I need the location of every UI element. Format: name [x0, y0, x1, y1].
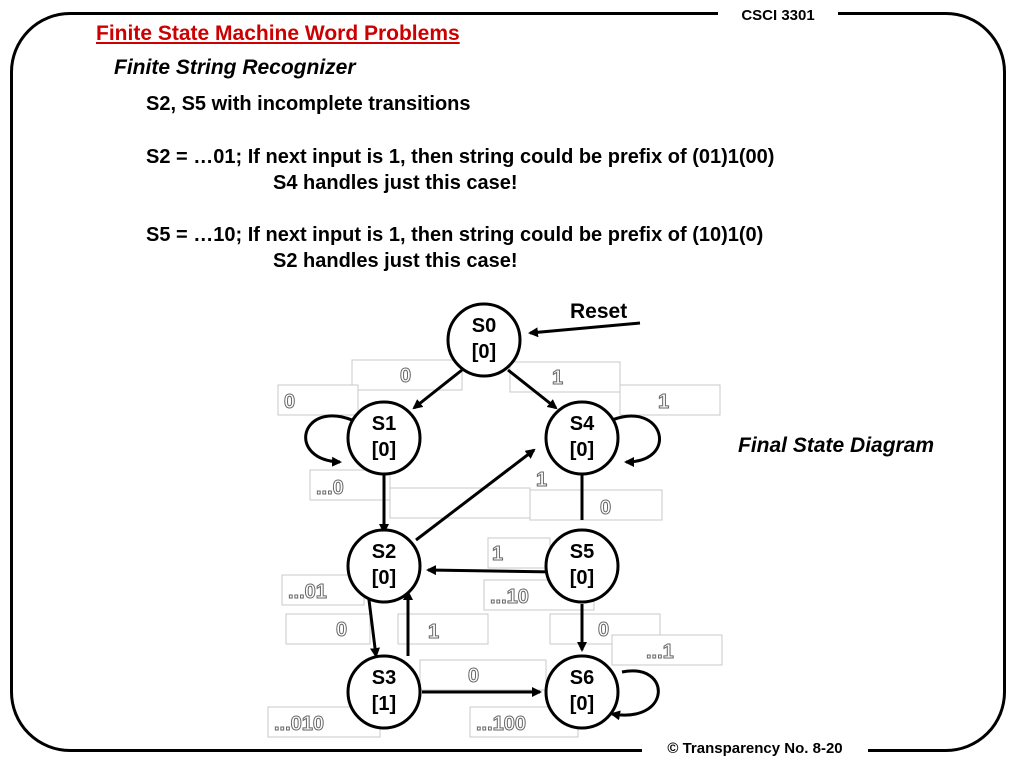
- reset-label: Reset: [570, 300, 627, 323]
- label-s3-desc: ...010: [274, 713, 324, 735]
- svg-text:S0: S0: [472, 315, 496, 337]
- state-s6: S6 [0]: [544, 654, 620, 730]
- label-s5-s6: 0: [598, 619, 609, 641]
- state-s5: S5 [0]: [544, 528, 620, 604]
- body-line-3: S4 handles just this case!: [273, 172, 518, 194]
- svg-text:S2: S2: [372, 541, 396, 563]
- label-s3-s2: 1: [428, 621, 439, 643]
- state-s3: S3 [1]: [346, 654, 422, 730]
- label-s5-s2: 1: [492, 543, 503, 565]
- label-s5-desc: ...10: [490, 586, 529, 608]
- svg-text:[0]: [0]: [372, 567, 396, 589]
- state-s1: S1 [0]: [346, 400, 422, 476]
- label-s6-desc: ...100: [476, 713, 526, 735]
- svg-text:[0]: [0]: [472, 341, 496, 363]
- svg-text:S4: S4: [570, 413, 595, 435]
- label-s4-s5: 0: [600, 497, 611, 519]
- transparency-number: © Transparency No. 8-20: [642, 737, 868, 760]
- body-line-5: S2 handles just this case!: [273, 250, 518, 272]
- slide-subtitle: Finite String Recognizer: [114, 56, 356, 79]
- label-s3-s6: 0: [468, 665, 479, 687]
- label-s1-s2: 1: [536, 469, 547, 491]
- svg-text:S5: S5: [570, 541, 594, 563]
- label-s6-desc-top: ...1: [646, 641, 674, 663]
- body-line-1: S2, S5 with incomplete transitions: [146, 93, 471, 115]
- course-label: CSCI 3301: [718, 4, 838, 27]
- label-s1-self: 0: [284, 391, 295, 413]
- slide-title: Finite State Machine Word Problems: [96, 22, 460, 45]
- label-s0-s4: 1: [552, 367, 563, 389]
- svg-text:[0]: [0]: [570, 439, 594, 461]
- label-s2-s3: 0: [336, 619, 347, 641]
- svg-text:S3: S3: [372, 667, 396, 689]
- body-line-4: S5 = …10; If next input is 1, then strin…: [146, 224, 764, 246]
- label-s4-self: 1: [658, 391, 669, 413]
- svg-text:[0]: [0]: [372, 439, 396, 461]
- diagram-caption: Final State Diagram: [738, 434, 935, 457]
- state-s2: S2 [0]: [346, 528, 422, 604]
- svg-text:S1: S1: [372, 413, 396, 435]
- svg-text:[0]: [0]: [570, 567, 594, 589]
- label-s1-desc: ...0: [316, 477, 344, 499]
- state-s4: S4 [0]: [544, 400, 620, 476]
- body-line-2: S2 = …01; If next input is 1, then strin…: [146, 146, 775, 168]
- state-s0: S0 [0]: [446, 302, 522, 378]
- svg-text:[0]: [0]: [570, 693, 594, 715]
- svg-text:S6: S6: [570, 667, 594, 689]
- label-s0-s1: 0: [400, 365, 411, 387]
- label-s2-desc: ...01: [288, 581, 327, 603]
- svg-text:[1]: [1]: [372, 693, 396, 715]
- slide-frame: [10, 12, 1006, 752]
